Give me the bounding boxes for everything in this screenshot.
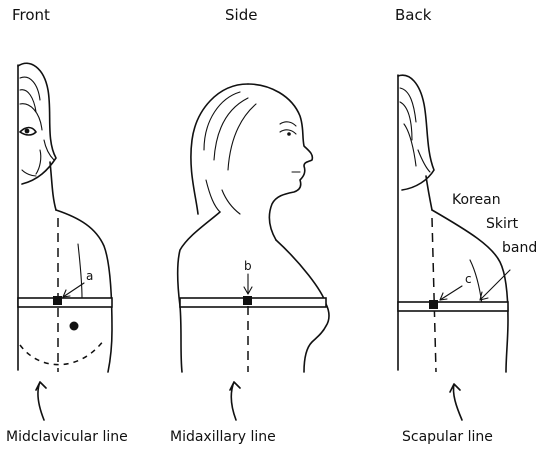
front-breast-curve (20, 340, 104, 365)
midclavicular-label: Midclavicular line (6, 429, 128, 445)
nipple-marker (70, 322, 79, 331)
point-c-label: c (465, 272, 472, 286)
midaxillary-label: Midaxillary line (170, 429, 276, 445)
front-title: Front (12, 6, 50, 24)
band-label-line3: band (502, 240, 537, 256)
point-b-label: b (244, 259, 252, 273)
point-b-marker (243, 296, 252, 305)
scapular-dashed-line (432, 218, 436, 372)
band-label-line1: Korean (452, 192, 501, 208)
point-c-marker (429, 300, 438, 309)
scapular-label: Scapular line (402, 429, 493, 445)
back-figure: c (398, 75, 510, 420)
point-a-label: a (86, 269, 93, 283)
back-shoulder (432, 210, 508, 372)
front-band (18, 298, 112, 307)
midaxillary-arrow (230, 382, 240, 420)
front-shoulder (56, 210, 112, 372)
band-label-line2: Skirt (486, 216, 519, 232)
point-a-marker (53, 296, 62, 305)
back-hair (398, 75, 434, 190)
midclavicular-arrow (36, 382, 46, 420)
side-band (180, 298, 326, 307)
back-band (398, 302, 508, 311)
front-neck (50, 162, 56, 210)
side-face-profile (248, 84, 312, 240)
side-figure: b (178, 84, 329, 420)
back-neck (426, 176, 432, 210)
back-title: Back (395, 6, 432, 24)
scapular-arrow (450, 384, 462, 420)
front-figure: a (18, 63, 112, 420)
side-title: Side (225, 6, 257, 24)
side-back (178, 212, 220, 372)
